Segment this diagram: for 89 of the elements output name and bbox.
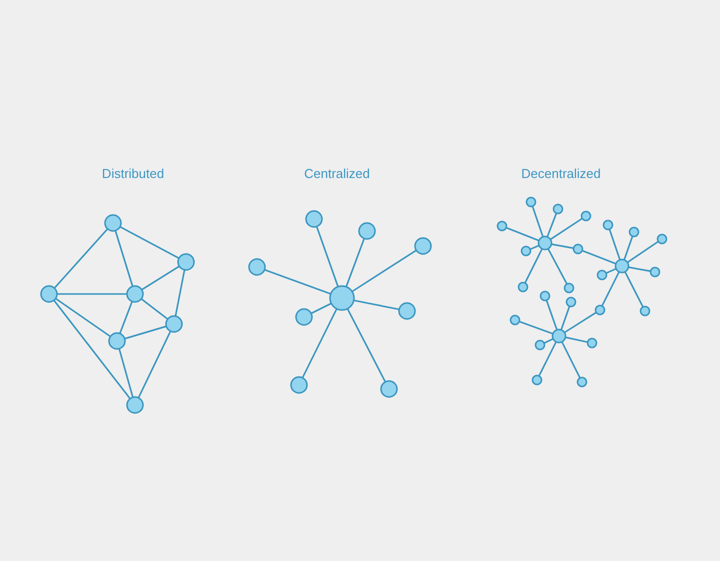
network-node-circle [329,285,355,311]
network-node-circle [564,282,574,294]
connector-line [119,301,133,334]
network-node-circle [108,332,126,350]
connector-line [532,206,544,238]
connector-line [624,271,644,308]
connector-line [138,330,172,398]
network-node-circle [566,296,576,308]
connector-line [518,320,554,335]
connector-line [316,226,339,287]
connector-line [264,268,331,295]
connector-line [564,312,597,334]
network-node-circle [656,234,668,244]
network-node-circle [290,376,308,394]
network-node-circle [532,374,542,386]
connector-line [546,212,558,238]
connector-line [560,306,570,330]
network-node-circle [520,246,532,256]
network-node-circle [580,210,592,222]
connector-line [544,338,554,344]
panel-title: Distributed [102,166,164,182]
connector-line [346,308,386,382]
network-node-circle [518,282,528,292]
connector-line [551,243,574,249]
connector-line [120,226,180,259]
connector-line [565,336,588,343]
connector-line [310,302,332,314]
connector-line [54,228,108,289]
network-node-circle [380,380,398,398]
connector-line [561,341,581,378]
network-node-circle [526,196,536,208]
connector-line [626,240,659,264]
connector-line [53,300,131,400]
network-node-circle [602,220,614,230]
network-node-circle [126,285,144,303]
connector-line [628,266,651,272]
connector-line [608,229,621,260]
connector-line [506,226,540,242]
connector-line [141,266,180,290]
network-node-circle [305,210,323,228]
connector-line [302,308,338,378]
network-node-circle [576,376,588,388]
network-node-circle [614,258,630,274]
network-node-circle [534,340,546,350]
connector-line [114,230,134,287]
network-node-circle [540,290,550,302]
network-node-circle [126,396,144,414]
connector-line [530,244,540,250]
connector-line [547,248,568,284]
network-node-circle [510,314,520,326]
connector-line [118,348,134,398]
connector-line [55,298,111,338]
panel-title: Centralized [304,166,370,182]
connector-line [601,271,620,306]
connector-line [174,270,186,316]
network-node-circle [552,204,564,214]
network-node-circle [177,253,195,271]
connector-line [352,250,417,292]
network-node-circle [358,222,376,240]
network-node-circle [165,315,183,333]
connector-line [546,300,558,330]
network-node-circle [552,328,566,344]
network-node-circle [295,308,313,326]
panel-title: Decentralized [521,166,601,182]
network-node-circle [640,306,650,316]
connector-line [345,238,365,288]
network-node-circle [40,285,58,303]
network-node-circle [596,270,608,280]
network-node-circle [496,220,508,232]
connector-line [140,298,168,320]
connector-line [582,250,616,264]
network-node-circle [104,214,122,232]
connector-line [524,248,543,284]
connector-line [550,218,583,240]
network-node-circle [586,338,598,348]
network-node-circle [594,304,606,316]
connector-line [57,293,127,295]
connector-line [354,300,400,310]
network-node-circle [248,258,266,276]
network-node-circle [650,266,660,278]
network-node-circle [414,237,432,255]
connector-line [623,236,634,260]
network-node-circle [538,236,552,250]
network-node-circle [398,302,416,320]
network-node-circle [572,244,584,254]
connector-line [538,341,557,376]
connector-line [124,326,167,340]
network-node-circle [628,226,640,238]
connector-line [606,268,616,274]
